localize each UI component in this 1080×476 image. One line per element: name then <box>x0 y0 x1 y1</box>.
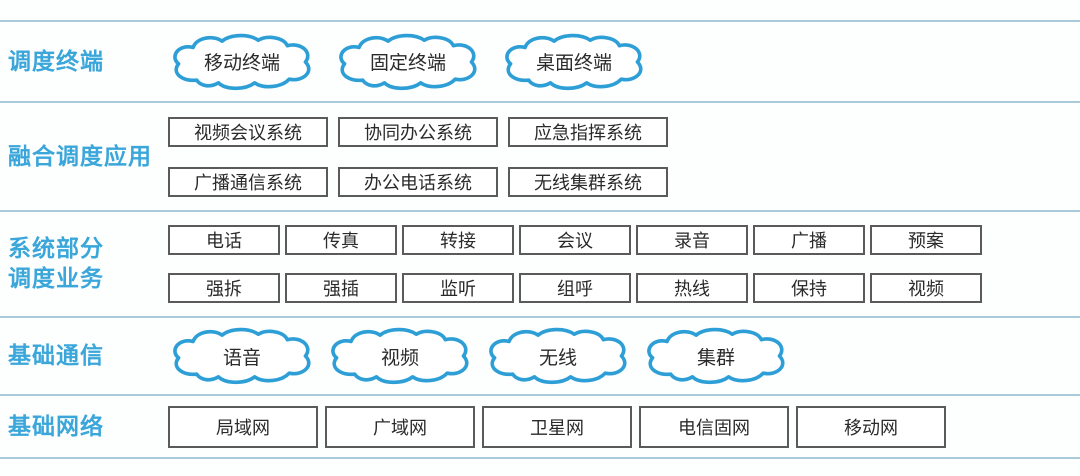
cloud-icon <box>489 327 627 385</box>
box-force-insert: 强插 <box>285 273 397 303</box>
layer-label-networks: 基础网络 <box>8 412 104 439</box>
communications-cloud-group: 语音 视频 无线 集群 <box>168 327 1080 385</box>
box-monitor: 监听 <box>402 273 514 303</box>
layer-label-communications: 基础通信 <box>8 342 104 369</box>
cloud-desktop-terminal: 桌面终端 <box>500 33 648 91</box>
layer-services: 系统部分 调度业务 电话 传真 转接 会议 录音 广播 预案 强拆 强插 监听 … <box>0 210 1080 316</box>
box-telecom-fixed-network: 电信固网 <box>639 405 789 448</box>
box-preplan: 预案 <box>870 225 982 255</box>
cloud-label: 无线 <box>538 347 577 369</box>
cloud-icon <box>173 33 311 90</box>
box-broadcast-communication-system: 广播通信系统 <box>168 166 328 197</box>
layer-stack: 调度终端 移动终端 固定终端 <box>0 20 1080 459</box>
cloud-icon <box>339 33 477 90</box>
box-hotline: 热线 <box>636 273 748 303</box>
box-conference: 会议 <box>519 225 631 255</box>
cloud-icon <box>173 327 311 385</box>
layer-networks: 基础网络 局域网 广域网 卫星网 电信固网 移动网 <box>0 394 1080 459</box>
layer-label-applications: 融合调度应用 <box>8 142 152 169</box>
cloud-wireless: 无线 <box>484 327 632 385</box>
box-fax: 传真 <box>285 225 397 255</box>
box-emergency-command-system: 应急指挥系统 <box>508 116 668 147</box>
layer-communications: 基础通信 语音 视频 无线 <box>0 316 1080 394</box>
box-wan: 广域网 <box>325 405 475 448</box>
box-force-release: 强拆 <box>168 273 280 303</box>
box-video-service: 视频 <box>870 273 982 303</box>
box-transfer: 转接 <box>402 225 514 255</box>
layer-label-services: 系统部分 调度业务 <box>8 235 104 291</box>
box-lan: 局域网 <box>168 405 318 448</box>
cloud-video: 视频 <box>326 327 474 385</box>
cloud-label: 桌面终端 <box>535 53 612 74</box>
cloud-trunking: 集群 <box>642 327 790 385</box>
box-telephone: 电话 <box>168 225 280 255</box>
cloud-voice: 语音 <box>168 327 316 385</box>
box-broadcast: 广播 <box>753 225 865 255</box>
box-wireless-trunking-system: 无线集群系统 <box>508 166 668 197</box>
applications-box-grid: 视频会议系统 协同办公系统 应急指挥系统 广播通信系统 办公电话系统 无线集群系… <box>168 111 1080 203</box>
cloud-icon <box>647 327 785 385</box>
cloud-label: 移动终端 <box>203 53 280 74</box>
layer-label-terminals: 调度终端 <box>8 47 104 74</box>
cloud-label: 视频 <box>380 347 419 369</box>
cloud-icon <box>505 33 643 90</box>
cloud-label: 集群 <box>696 347 735 369</box>
box-group-call: 组呼 <box>519 273 631 303</box>
box-mobile-network: 移动网 <box>796 405 946 448</box>
cloud-mobile-terminal: 移动终端 <box>168 33 316 91</box>
layer-terminals: 调度终端 移动终端 固定终端 <box>0 20 1080 101</box>
box-satellite-network: 卫星网 <box>482 405 632 448</box>
box-hold: 保持 <box>753 273 865 303</box>
box-collaborative-office-system: 协同办公系统 <box>338 116 498 147</box>
box-video-conference-system: 视频会议系统 <box>168 116 328 147</box>
networks-box-row: 局域网 广域网 卫星网 电信固网 移动网 <box>168 405 1080 448</box>
box-office-telephone-system: 办公电话系统 <box>338 166 498 197</box>
cloud-icon <box>331 327 469 385</box>
cloud-label: 固定终端 <box>369 53 446 74</box>
cloud-fixed-terminal: 固定终端 <box>334 33 482 91</box>
box-recording: 录音 <box>636 225 748 255</box>
services-box-grid: 电话 传真 转接 会议 录音 广播 预案 强拆 强插 监听 组呼 热线 保持 视… <box>168 220 1080 308</box>
layer-applications: 融合调度应用 视频会议系统 协同办公系统 应急指挥系统 广播通信系统 办公电话系… <box>0 101 1080 210</box>
terminals-cloud-group: 移动终端 固定终端 桌面终端 <box>168 33 1080 91</box>
cloud-label: 语音 <box>222 347 261 369</box>
